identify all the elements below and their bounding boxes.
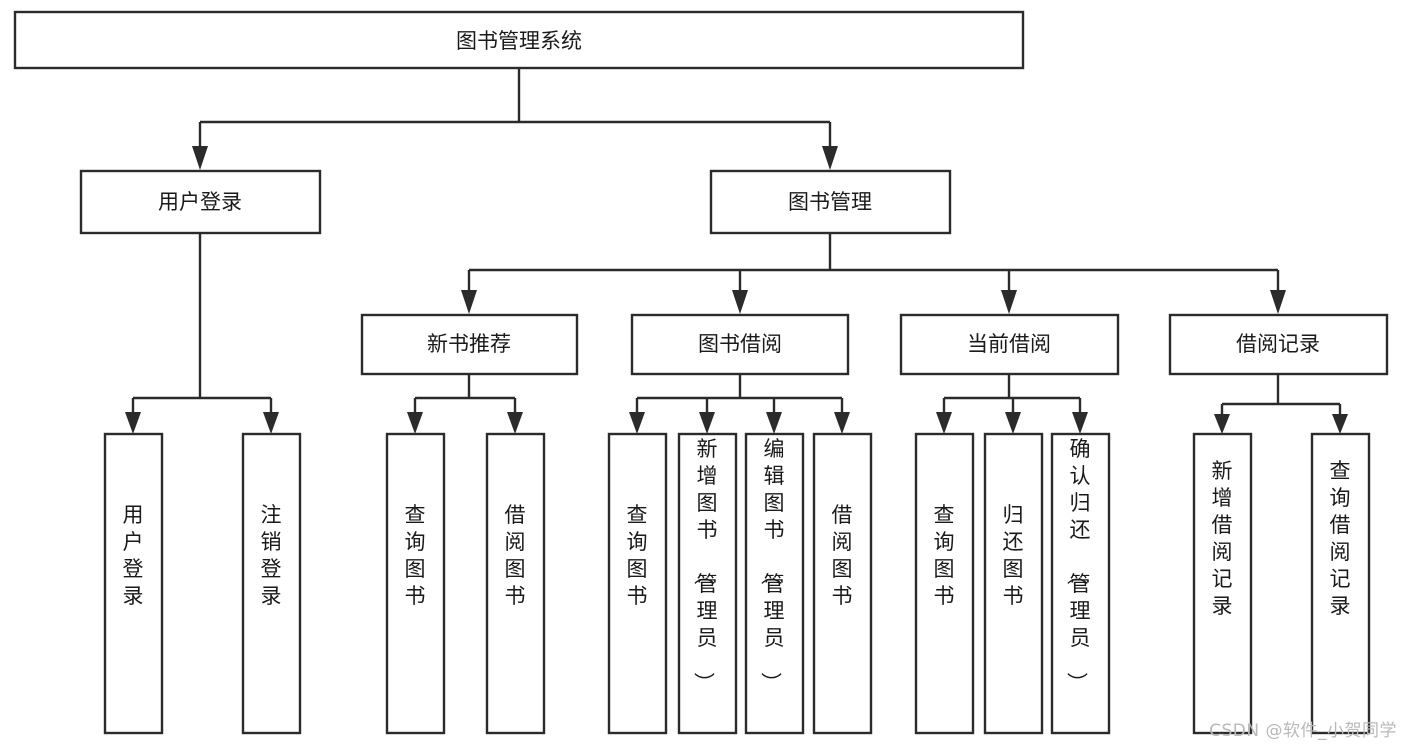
node-borrow-record-label: 借阅记录 (1236, 332, 1320, 356)
arrow-cb-to-confirm (1072, 412, 1088, 434)
arrow-cb-to-query (936, 412, 952, 434)
node-leaf-borrow-book-2[interactable]: 借阅图书 (812, 432, 873, 735)
node-book-borrow-box[interactable] (630, 313, 850, 376)
node-user-login-label: 用户登录 (158, 190, 242, 214)
node-current-borrow-box[interactable] (899, 313, 1120, 376)
node-leaf-add-record-box[interactable] (1192, 432, 1253, 735)
node-current-borrow-label: 当前借阅 (967, 332, 1051, 356)
node-leaf-return-book[interactable]: 归还图书 (983, 432, 1044, 735)
arrow-bm-to-bookborrow (732, 290, 748, 314)
node-leaf-logout-label: 注销登录 (261, 503, 282, 608)
node-leaf-add-book-box[interactable] (677, 432, 738, 735)
arrow-ul-to-leaflogout (263, 412, 279, 434)
node-borrow-record-box[interactable] (1168, 313, 1389, 376)
node-book-borrow[interactable]: 图书借阅 (630, 313, 850, 376)
node-current-borrow[interactable]: 当前借阅 (899, 313, 1120, 376)
node-book-borrow-label: 图书借阅 (698, 332, 782, 356)
node-leaf-borrow-book-1-label: 借阅图书 (505, 503, 526, 608)
node-leaf-query-book-3-label: 查询图书 (934, 503, 955, 608)
node-leaf-add-book-label: 新增图书（管理员） (692, 437, 718, 693)
node-leaf-user-login[interactable]: 用户登录 (103, 432, 164, 735)
arrow-root-to-book-manage (822, 146, 838, 170)
node-book-manage-box[interactable] (709, 169, 952, 235)
arrow-bb-to-add (699, 412, 715, 434)
node-leaf-user-login-label: 用户登录 (123, 503, 144, 608)
arrow-root-to-user-login (192, 146, 208, 170)
node-user-login-box[interactable] (79, 169, 322, 235)
node-borrow-record[interactable]: 借阅记录 (1168, 313, 1389, 376)
arrow-bm-to-currentborrow (1001, 290, 1017, 314)
node-leaf-query-book-1-box[interactable] (385, 432, 446, 735)
csdn-watermark: CSDN @软件_小贺同学 (1209, 721, 1397, 741)
arrow-bb-to-query (629, 412, 645, 434)
node-leaf-logout[interactable]: 注销登录 (241, 432, 302, 735)
node-new-book-rec[interactable]: 新书推荐 (360, 313, 579, 376)
node-leaf-borrow-book-2-box[interactable] (812, 432, 873, 735)
node-leaf-borrow-book-1[interactable]: 借阅图书 (485, 432, 546, 735)
node-leaf-edit-book-box[interactable] (744, 432, 805, 735)
node-leaf-edit-book-label: 编辑图书（管理员） (759, 437, 785, 693)
arrow-nb-to-borrow (507, 412, 523, 434)
node-book-manage[interactable]: 图书管理 (709, 169, 952, 235)
node-leaf-borrow-book-2-label: 借阅图书 (832, 503, 853, 608)
arrow-cb-to-return (1005, 412, 1021, 434)
arrow-bb-to-edit (766, 412, 782, 434)
arrow-br-to-add (1214, 414, 1230, 434)
connector-layer (125, 68, 1348, 434)
node-leaf-return-book-box[interactable] (983, 432, 1044, 735)
arrow-bm-to-borrowrecord (1270, 290, 1286, 314)
node-leaf-query-record-label: 查询借阅记录 (1330, 459, 1351, 618)
node-leaf-add-book[interactable]: 新增图书（管理员） (677, 432, 738, 735)
node-leaf-borrow-book-1-box[interactable] (485, 432, 546, 735)
node-book-manage-label: 图书管理 (788, 190, 872, 214)
arrow-br-to-query (1332, 414, 1348, 434)
node-user-login[interactable]: 用户登录 (79, 169, 322, 235)
node-root-box[interactable] (13, 10, 1025, 70)
arrow-bb-to-borrow (834, 412, 850, 434)
node-leaf-query-book-2[interactable]: 查询图书 (607, 432, 668, 735)
node-leaf-query-book-3[interactable]: 查询图书 (914, 432, 975, 735)
arrow-ul-to-leafuserlogin (125, 412, 141, 434)
node-leaf-query-book-2-label: 查询图书 (627, 503, 648, 608)
node-leaf-query-book-2-box[interactable] (607, 432, 668, 735)
node-leaf-add-record-label: 新增借阅记录 (1212, 459, 1233, 618)
arrow-nb-to-query (407, 412, 423, 434)
node-new-book-rec-label: 新书推荐 (427, 332, 511, 356)
node-leaf-return-book-label: 归还图书 (1003, 503, 1024, 608)
arrow-bm-to-newbook (461, 290, 477, 314)
node-leaf-query-book-3-box[interactable] (914, 432, 975, 735)
node-root-label: 图书管理系统 (456, 29, 582, 53)
node-leaf-confirm-return-label: 确认归还（管理员） (1065, 437, 1091, 693)
node-leaf-confirm-return[interactable]: 确认归还（管理员） (1050, 432, 1111, 735)
node-leaf-query-record-box[interactable] (1310, 432, 1371, 735)
node-leaf-query-record[interactable]: 查询借阅记录 (1310, 432, 1371, 735)
node-root[interactable]: 图书管理系统 (13, 10, 1025, 70)
node-leaf-query-book-1-label: 查询图书 (405, 503, 426, 608)
node-leaf-query-book-1[interactable]: 查询图书 (385, 432, 446, 735)
node-leaf-edit-book[interactable]: 编辑图书（管理员） (744, 432, 805, 735)
node-leaf-add-record[interactable]: 新增借阅记录 (1192, 432, 1253, 735)
node-new-book-rec-box[interactable] (360, 313, 579, 376)
node-leaf-logout-box[interactable] (241, 432, 302, 735)
node-leaf-user-login-box[interactable] (103, 432, 164, 735)
node-leaf-confirm-return-box[interactable] (1050, 432, 1111, 735)
